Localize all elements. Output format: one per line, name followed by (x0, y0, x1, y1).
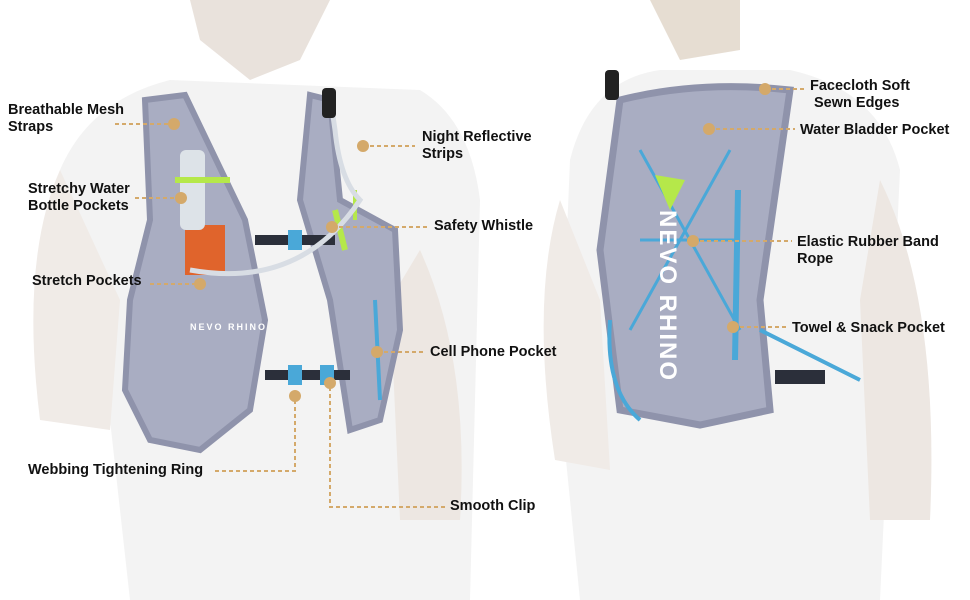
label-stretch-pockets: Stretch Pockets (32, 273, 142, 289)
label-line: Straps (8, 119, 54, 135)
callout-lines (115, 88, 805, 508)
label-facecloth-edges: Facecloth Soft Sewn Edges (810, 78, 910, 112)
label-smooth-clip: Smooth Clip (450, 498, 536, 514)
label-line: Stretchy Water (28, 181, 130, 197)
label-webbing-ring: Webbing Tightening Ring (28, 462, 204, 478)
back-logo: NEVO RHINO (654, 210, 681, 382)
label-line: Strips (422, 146, 464, 162)
label-cell-phone-pocket: Cell Phone Pocket (430, 344, 557, 360)
label-line: Night Reflective (422, 129, 532, 145)
label-line: Facecloth Soft (810, 78, 910, 94)
label-towel-snack-pocket: Towel & Snack Pocket (792, 320, 945, 336)
label-safety-whistle: Safety Whistle (434, 218, 534, 234)
label-bottle-pockets: Stretchy Water Bottle Pockets (28, 181, 130, 215)
label-reflective-strips: Night Reflective Strips (422, 129, 532, 163)
label-bladder-pocket: Water Bladder Pocket (800, 122, 950, 138)
label-line: Rope (797, 251, 834, 267)
front-logo: NEVO RHINO (190, 322, 267, 332)
label-line: Sewn Edges (814, 95, 900, 111)
label-rubber-band-rope: Elastic Rubber Band Rope (797, 234, 939, 268)
label-line: Breathable Mesh (8, 102, 125, 118)
front-vest: NEVO RHINO (121, 88, 404, 454)
label-line: Elastic Rubber Band (797, 234, 939, 250)
callout-dots (168, 83, 771, 402)
label-line: Bottle Pockets (28, 198, 129, 214)
label-mesh-straps: Breathable Mesh Straps (8, 102, 124, 136)
